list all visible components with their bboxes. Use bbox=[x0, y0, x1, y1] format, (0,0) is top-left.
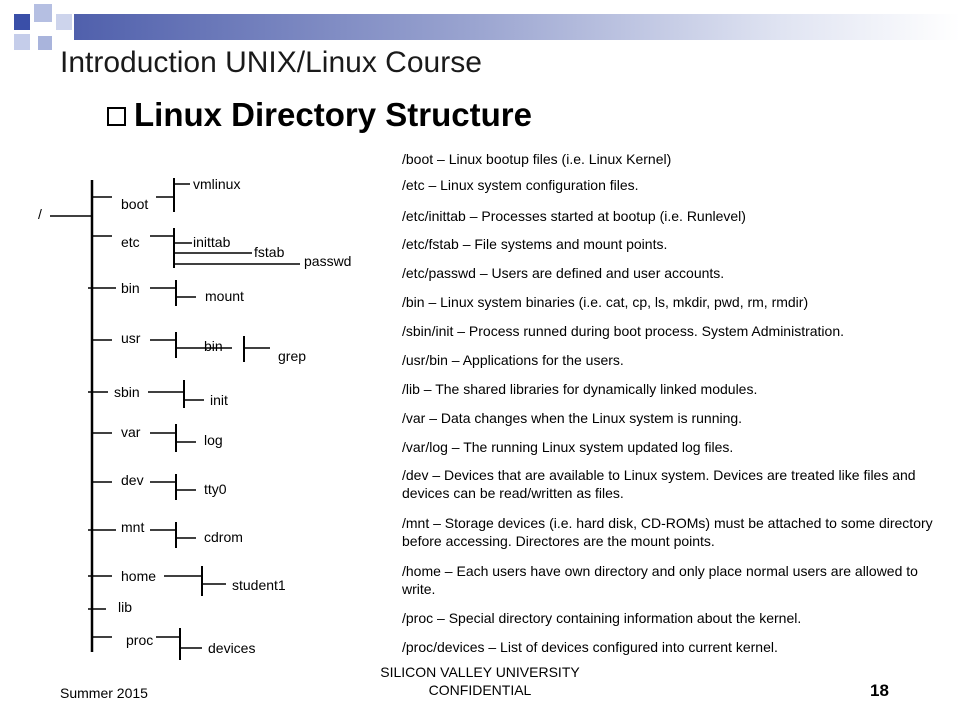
tree-var-label: var bbox=[121, 424, 141, 440]
tree-proc-label: proc bbox=[126, 632, 154, 648]
tree-lib-label: lib bbox=[118, 599, 133, 615]
deco-square-2 bbox=[34, 4, 52, 22]
desc-var-log: /var/log – The running Linux system upda… bbox=[402, 439, 734, 455]
tree-usr-bin-label: bin bbox=[204, 338, 223, 354]
desc-etc-inittab: /etc/inittab – Processes started at boot… bbox=[402, 208, 746, 224]
tree-mnt-label: mnt bbox=[121, 519, 145, 535]
tree-cdrom-label: cdrom bbox=[204, 529, 243, 545]
tree-home-label: home bbox=[121, 568, 157, 584]
tree-tty0-label: tty0 bbox=[204, 481, 227, 497]
desc-lib: /lib – The shared libraries for dynamica… bbox=[402, 381, 758, 397]
desc-bin: /bin – Linux system binaries (i.e. cat, … bbox=[402, 294, 809, 310]
deco-square-5 bbox=[38, 36, 52, 50]
footer-term: Summer 2015 bbox=[60, 685, 148, 701]
footer-org-line2: CONFIDENTIAL bbox=[428, 682, 532, 698]
desc-usr-bin: /usr/bin – Applications for the users. bbox=[402, 352, 624, 368]
tree-grep-label: grep bbox=[278, 348, 307, 364]
tree-bin-label: bin bbox=[121, 280, 140, 296]
tree-fstab-label: fstab bbox=[254, 244, 285, 260]
deco-square-3 bbox=[56, 14, 72, 30]
tree-usr-label: usr bbox=[121, 330, 141, 346]
tree-passwd-label: passwd bbox=[304, 253, 352, 269]
deco-square-4 bbox=[14, 34, 30, 50]
tree-etc-label: etc bbox=[121, 234, 140, 250]
page-number: 18 bbox=[870, 681, 889, 700]
footer-org: SILICON VALLEY UNIVERSITY CONFIDENTIAL bbox=[330, 663, 630, 699]
footer-org-line1: SILICON VALLEY UNIVERSITY bbox=[380, 664, 580, 680]
tree-inittab-label: inittab bbox=[193, 234, 231, 250]
desc-dev: /dev – Devices that are available to Lin… bbox=[402, 467, 916, 501]
desc-boot: /boot – Linux bootup files (i.e. Linux K… bbox=[402, 151, 672, 167]
tree-devices-label: devices bbox=[208, 640, 256, 656]
desc-proc-devices: /proc/devices – List of devices configur… bbox=[402, 639, 778, 655]
bullet-square-icon bbox=[107, 107, 126, 126]
slide-title: Introduction UNIX/Linux Course bbox=[60, 46, 482, 79]
tree-sbin-label: sbin bbox=[114, 384, 140, 400]
tree-student1-label: student1 bbox=[232, 577, 286, 593]
desc-home: /home – Each users have own directory an… bbox=[402, 563, 918, 597]
desc-sbin-init: /sbin/init – Process runned during boot … bbox=[402, 323, 844, 339]
tree-init-label: init bbox=[210, 392, 228, 408]
tree-root-label: / bbox=[38, 206, 42, 222]
desc-var: /var – Data changes when the Linux syste… bbox=[402, 410, 743, 426]
desc-etc-passwd: /etc/passwd – Users are defined and user… bbox=[402, 265, 725, 281]
desc-proc: /proc – Special directory containing inf… bbox=[402, 610, 802, 626]
desc-etc-fstab: /etc/fstab – File systems and mount poin… bbox=[402, 236, 668, 252]
deco-square-1 bbox=[14, 14, 30, 30]
tree-dev-label: dev bbox=[121, 472, 144, 488]
tree-mount-label: mount bbox=[205, 288, 244, 304]
tree-log-label: log bbox=[204, 432, 223, 448]
tree-boot-label: boot bbox=[121, 196, 149, 212]
slide-subtitle: Linux Directory Structure bbox=[134, 96, 532, 133]
desc-mnt: /mnt – Storage devices (i.e. hard disk, … bbox=[402, 515, 933, 549]
desc-etc: /etc – Linux system configuration files. bbox=[402, 177, 639, 193]
header-gradient-bar bbox=[74, 14, 960, 40]
tree-vmlinux-label: vmlinux bbox=[193, 176, 241, 192]
